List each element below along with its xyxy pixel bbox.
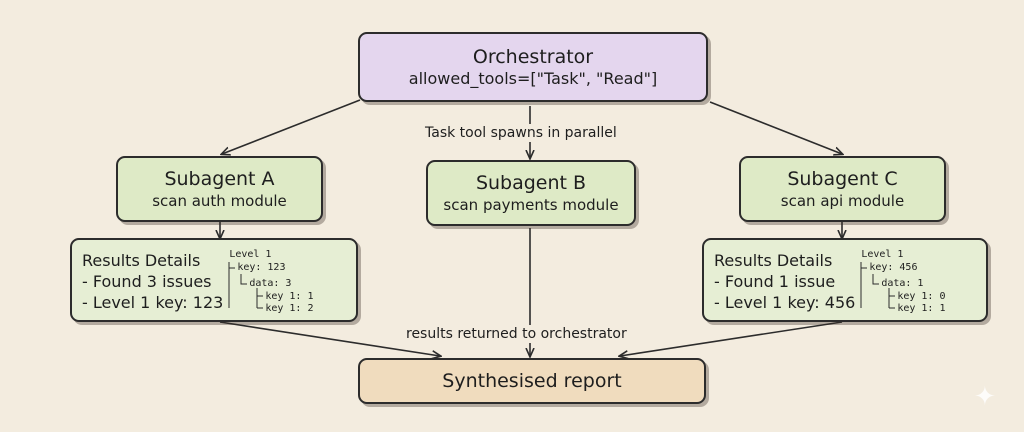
results-a-node: Results Details - Found 3 issues - Level… (70, 238, 358, 322)
tree-c-level: Level 1 (861, 249, 904, 260)
results-a-summary: Results Details - Found 3 issues - Level… (82, 250, 224, 312)
orchestrator-title: Orchestrator (472, 46, 594, 68)
tree-c-child-1: key 1: 0 (897, 291, 946, 302)
results-c-heading: Results Details (714, 251, 833, 270)
subagent-b-node: Subagent B scan payments module (426, 160, 636, 226)
report-node: Synthesised report (358, 358, 706, 404)
spawn-label: Task tool spawns in parallel (421, 124, 621, 142)
report-title: Synthesised report (442, 370, 622, 392)
results-a-tree: Level 1 key: 123 data: 3 key 1: 1 key 1:… (223, 249, 346, 314)
tree-c-data: data: 1 (881, 278, 924, 289)
tree-a-level: Level 1 (229, 249, 272, 260)
subagent-c-node: Subagent C scan api module (739, 156, 946, 222)
results-a-heading: Results Details (82, 251, 201, 270)
results-c-node: Results Details - Found 1 issue - Level … (702, 238, 988, 322)
subagent-b-title: Subagent B (475, 172, 587, 194)
subagent-a-title: Subagent A (164, 168, 275, 190)
orchestrator-node: Orchestrator allowed_tools=["Task", "Rea… (358, 32, 708, 102)
tree-a-child-1: key 1: 1 (265, 291, 314, 302)
subagent-c-title: Subagent C (787, 168, 898, 190)
subagent-a-node: Subagent A scan auth module (116, 156, 323, 222)
tree-a-key: key: 123 (237, 262, 286, 273)
results-c-summary: Results Details - Found 1 issue - Level … (714, 250, 856, 312)
results-c-issues: - Found 1 issue (714, 272, 836, 291)
return-label: results returned to orchestrator (402, 325, 631, 343)
arrow-orchestrator-to-a (222, 99, 361, 154)
arrow-orchestrator-to-c (709, 101, 842, 154)
tree-c-child-2: key 1: 1 (897, 303, 946, 314)
subagent-c-task: scan api module (780, 192, 905, 210)
results-c-tree: Level 1 key: 456 data: 1 key 1: 0 key 1:… (855, 249, 976, 314)
tree-a-child-2: key 1: 2 (265, 303, 314, 314)
results-a-issues: - Found 3 issues (82, 272, 212, 291)
tree-c-key: key: 456 (869, 262, 918, 273)
arrow-results-a-to-report (219, 321, 440, 356)
subagent-b-task: scan payments module (443, 196, 619, 214)
subagent-a-task: scan auth module (152, 192, 287, 210)
results-c-key: - Level 1 key: 456 (714, 293, 856, 312)
orchestrator-allowed-tools: allowed_tools=["Task", "Read"] (408, 69, 658, 88)
sparkle-icon: ✦ (974, 382, 996, 412)
results-a-key: - Level 1 key: 123 (82, 293, 224, 312)
tree-a-data: data: 3 (249, 278, 292, 289)
arrow-results-c-to-report (620, 321, 843, 356)
